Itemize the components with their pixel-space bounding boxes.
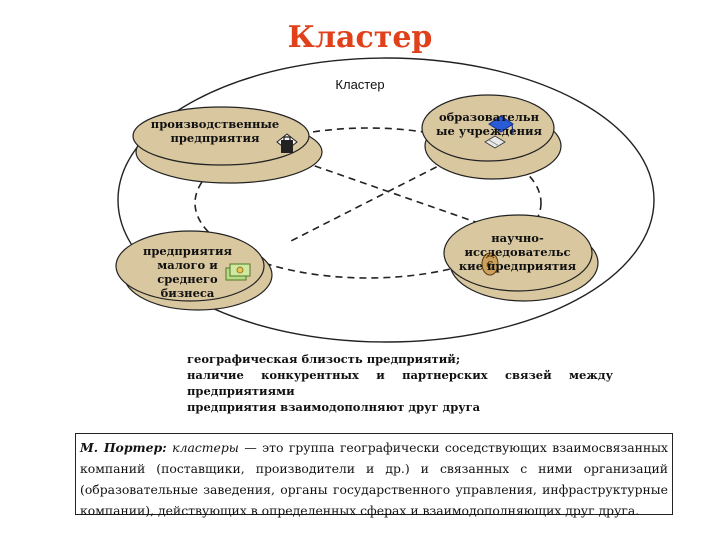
node-production-label: производственные предприятия (140, 117, 290, 145)
node-education-label: образовательн ые учреждения (425, 110, 553, 138)
feature-line: предприятия взаимодополняют друг друга (187, 399, 613, 415)
definition-term: кластеры (172, 440, 239, 455)
definition-text: — это группа географически соседствующих… (80, 440, 668, 518)
definition-author: М. Портер: (80, 440, 167, 455)
feature-line: географическая близость предприятий; (187, 351, 613, 367)
node-sme-label: предприятия малого и среднего бизнеса (135, 244, 240, 300)
feature-line: наличие конкурентных и партнерских связе… (187, 367, 613, 383)
dashed-line-2 (287, 156, 458, 243)
porter-definition-box: М. Портер: кластеры — это группа географ… (75, 433, 673, 515)
cluster-features-list: географическая близость предприятий; нал… (187, 351, 613, 415)
cluster-label: Кластер (320, 77, 400, 92)
feature-line: предприятиями (187, 383, 613, 399)
node-research-label: научно- исследовательс кие предприятия (455, 231, 580, 273)
